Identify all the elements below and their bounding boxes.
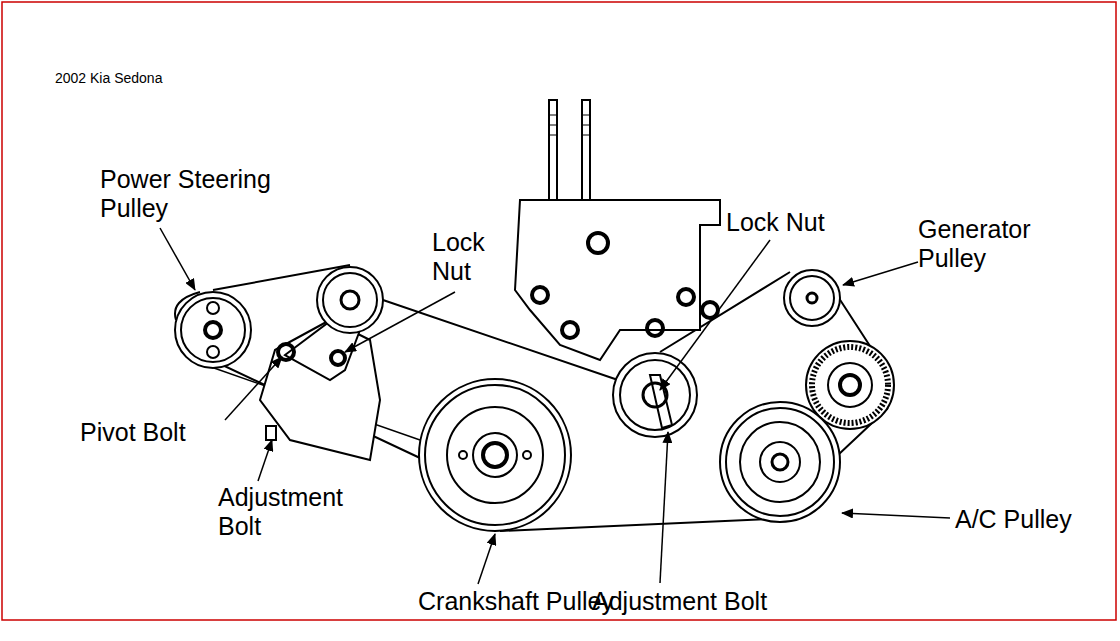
- part-label: Adjustment Bolt: [218, 483, 368, 541]
- part-label: Pivot Bolt: [80, 418, 186, 447]
- part-label: Adjustment Bolt: [592, 587, 767, 616]
- frame: [2, 2, 1116, 620]
- leader-lines: [160, 228, 950, 584]
- part-label: Power Steering Pulley: [100, 165, 290, 223]
- part-label: Generator Pulley: [918, 215, 1068, 273]
- part-label: A/C Pulley: [955, 505, 1072, 534]
- part-label: Crankshaft Pulley: [418, 587, 614, 616]
- part-label: Lock Nut: [726, 208, 825, 237]
- part-label: Lock Nut: [432, 228, 512, 286]
- diagram-title: 2002 Kia Sedona: [55, 70, 162, 87]
